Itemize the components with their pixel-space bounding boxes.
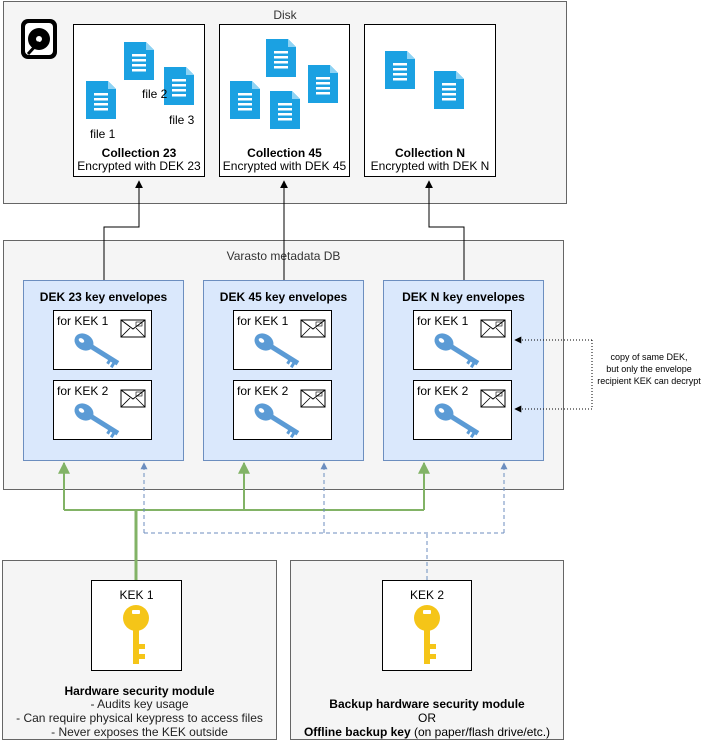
file-icon <box>124 42 154 80</box>
hsm-title: Hardware security module <box>64 684 215 698</box>
kek-label: KEK 2 <box>409 588 445 602</box>
offline-bold: Offline backup key <box>303 725 411 739</box>
file-icon <box>164 67 194 105</box>
envelope-group-title: DEK N key envelopes <box>402 290 525 304</box>
kek-1-slot: for KEK 1 <box>53 310 152 370</box>
hsm-bullet: - Can require physical keypress to acces… <box>16 711 263 725</box>
note-line: recipient KEK can decrypt <box>597 376 701 386</box>
collection-desc: Encrypted with DEK 45 <box>222 159 347 173</box>
kek-1-box: KEK 1 <box>91 580 182 671</box>
slot-label: for KEK 2 <box>57 384 109 398</box>
hsm-bullet: - Audits key usage <box>90 697 189 711</box>
file-2-label: file 2 <box>142 87 168 101</box>
collection-name: Collection 45 <box>247 146 322 160</box>
slot-label: for KEK 2 <box>417 384 469 398</box>
hsm-bullet: - Never exposes the KEK outside <box>51 725 228 739</box>
collection-desc: Encrypted with DEK N <box>370 159 490 173</box>
file-icon <box>266 39 296 77</box>
collection-name: Collection 23 <box>101 146 177 160</box>
file-icon <box>385 51 415 89</box>
collection-desc: Encrypted with DEK 23 <box>77 159 201 173</box>
disk-title: Disk <box>273 8 297 22</box>
envelope-group-title: DEK 23 key envelopes <box>39 290 168 304</box>
offline-rest: (on paper/flash drive/etc.) <box>410 725 551 739</box>
slot-label: for KEK 2 <box>237 384 289 398</box>
kek-1-slot: for KEK 1 <box>413 310 512 370</box>
backup-title: Backup hardware security module <box>329 697 525 711</box>
or-label: OR <box>418 711 436 725</box>
file-3-label: file 3 <box>169 113 195 127</box>
collection-45-box: Collection 45 Encrypted with DEK 45 <box>219 24 350 177</box>
kek-2-slot: for KEK 2 <box>53 380 152 440</box>
collection-23-box: file 2 file 3 file 1 Collection 23 Encry… <box>73 24 205 177</box>
file-icon <box>230 81 260 119</box>
kek-label: KEK 1 <box>119 588 154 602</box>
note-line: but only the envelope <box>606 364 692 374</box>
hard-disk-icon <box>21 19 57 59</box>
collection-n-box: Collection N Encrypted with DEK N <box>364 24 496 177</box>
slot-label: for KEK 1 <box>57 314 109 328</box>
kek-2-slot: for KEK 2 <box>233 380 332 440</box>
file-1-label: file 1 <box>90 127 116 141</box>
file-icon <box>308 65 338 103</box>
file-icon <box>270 91 300 129</box>
kek-1-slot: for KEK 1 <box>233 310 332 370</box>
offline-backup-line: Offline backup key (on paper/flash drive… <box>291 725 563 739</box>
dek-copy-note: copy of same DEK, but only the envelope … <box>588 351 710 387</box>
file-icon <box>434 71 464 109</box>
metadata-db-title: Varasto metadata DB <box>226 249 341 263</box>
slot-label: for KEK 1 <box>417 314 469 328</box>
collection-name: Collection N <box>394 146 465 160</box>
envelope-group-title: DEK 45 key envelopes <box>219 290 348 304</box>
kek-2-slot: for KEK 2 <box>413 380 512 440</box>
slot-label: for KEK 1 <box>237 314 289 328</box>
kek-2-box: KEK 2 <box>382 580 472 671</box>
note-line: copy of same DEK, <box>610 352 688 362</box>
file-icon <box>86 81 116 119</box>
